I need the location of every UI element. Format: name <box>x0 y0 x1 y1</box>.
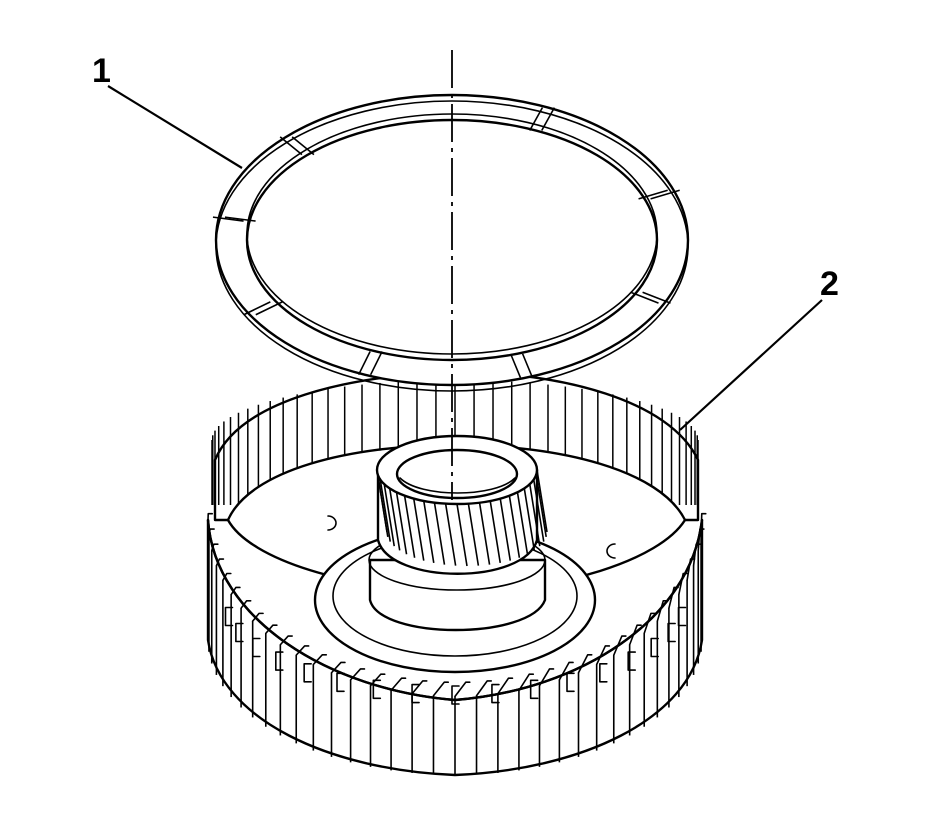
gear-tooth <box>433 502 446 565</box>
gear-tooth <box>444 503 457 566</box>
clutch-housing <box>206 370 707 777</box>
spline-tooth <box>686 558 696 582</box>
gear-tooth <box>508 495 521 558</box>
gear-tooth <box>532 479 545 542</box>
lube-slot <box>252 637 261 658</box>
gear-tooth <box>523 488 536 551</box>
housing-front-splines <box>207 512 707 775</box>
washer-notch-edge <box>529 107 544 131</box>
gear-tooth <box>478 502 491 565</box>
gear-tooth <box>403 495 416 558</box>
lube-slot <box>491 683 500 704</box>
washer-notch-edge <box>638 189 668 200</box>
gear-tooth <box>388 488 401 551</box>
gear-tooth <box>516 492 529 555</box>
spline-tooth <box>411 680 428 695</box>
washer-notch-edge <box>521 353 534 378</box>
lube-slot <box>566 672 575 693</box>
washer-notch-edge <box>650 189 680 200</box>
washer-notch-edge <box>541 107 556 131</box>
lube-slot <box>599 662 608 683</box>
spline-tooth <box>390 677 407 692</box>
gear-tooth <box>422 500 435 564</box>
callout-2-label: 2 <box>820 265 839 303</box>
gear-tooth <box>467 503 480 566</box>
callout-2: 2 <box>679 265 839 431</box>
spline-tooth <box>612 635 627 656</box>
housing-top-rim <box>206 518 704 702</box>
lube-slot <box>372 679 382 700</box>
gear-tooth <box>383 483 396 547</box>
spline-tooth <box>454 681 471 698</box>
spline-tooth <box>518 673 535 692</box>
lube-slot <box>275 651 284 671</box>
lube-slot <box>303 662 312 683</box>
floor-hole-left <box>327 515 337 531</box>
gear-tooth <box>536 469 548 533</box>
lube-slot <box>627 651 636 671</box>
spline-tooth <box>643 612 656 635</box>
spline-tooth <box>538 668 555 687</box>
lube-slot <box>677 606 687 627</box>
washer-notch-edge <box>255 301 283 316</box>
callout-1-leader <box>107 85 243 169</box>
helical-gear-teeth <box>376 469 548 567</box>
gear-bore-shadow <box>399 477 516 494</box>
gear-tooth <box>535 474 547 537</box>
housing-lube-slots <box>224 606 687 705</box>
thrust-washer <box>212 93 690 392</box>
washer-notch-edge <box>212 216 244 222</box>
gear-tooth <box>489 500 502 564</box>
floor-hole-right <box>606 543 616 559</box>
spline-tooth <box>240 599 252 609</box>
washer-notch-edge <box>509 353 522 378</box>
gear-tooth <box>379 479 392 542</box>
spline-tooth <box>497 677 514 695</box>
hub-collar <box>368 558 547 632</box>
spline-tooth <box>475 680 493 697</box>
callout-2-leader <box>679 299 823 431</box>
washer-notch-edge <box>369 351 383 376</box>
washer-notch-edge <box>630 291 659 304</box>
washer-notch-edge <box>642 291 671 304</box>
helical-gear-bore <box>395 448 519 500</box>
lube-slot <box>451 685 460 705</box>
gear-tooth <box>528 483 541 547</box>
gear-tooth <box>395 492 408 555</box>
gear-tooth <box>412 498 425 561</box>
lube-slot <box>667 622 676 643</box>
lube-slot <box>235 622 244 643</box>
spline-tooth <box>349 668 366 681</box>
washer-notch-edge <box>224 216 256 222</box>
washer-notch-edge <box>243 301 271 316</box>
lube-slot <box>650 637 659 658</box>
gear-tooth <box>456 503 468 567</box>
spline-tooth <box>432 681 450 697</box>
washer-notch-edge <box>279 136 303 156</box>
callout-1: 1 <box>92 52 243 169</box>
lube-slot <box>529 679 539 700</box>
spline-tooth <box>207 512 214 521</box>
spline-tooth <box>628 624 642 646</box>
gear-tooth <box>377 474 389 537</box>
washer-notches <box>212 107 680 378</box>
callout-1-label: 1 <box>92 52 111 90</box>
gear-tooth <box>499 498 512 561</box>
spline-tooth <box>251 612 264 622</box>
lube-slot <box>224 606 234 627</box>
washer-notch-edge <box>357 351 371 376</box>
washer-notch-edge <box>291 136 315 156</box>
